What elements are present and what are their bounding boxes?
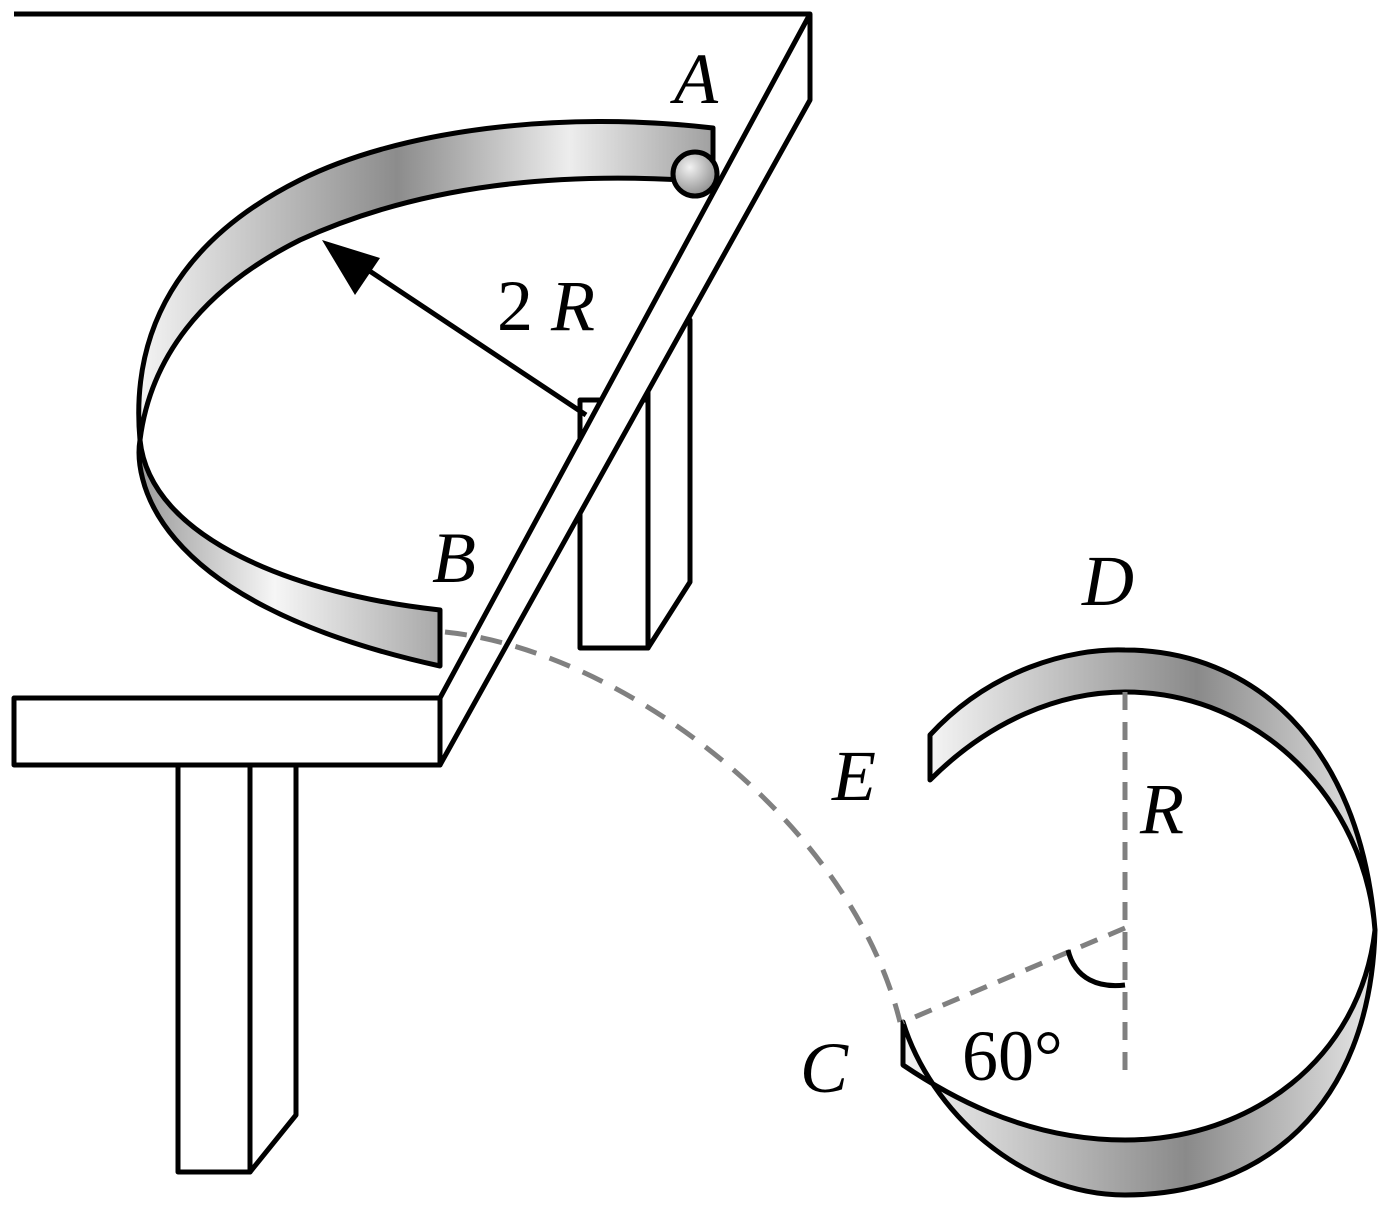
large-track-upper-band bbox=[136, 118, 716, 443]
label-2r: 2 R bbox=[497, 266, 595, 346]
angle-arc bbox=[1065, 949, 1126, 989]
label-r: R bbox=[1139, 769, 1184, 849]
label-angle: 60° bbox=[962, 1016, 1063, 1096]
arrow-head-icon bbox=[322, 240, 380, 295]
table-leg-front-side bbox=[247, 762, 299, 1175]
label-d: D bbox=[1081, 541, 1134, 621]
radius-arrow-large bbox=[322, 240, 588, 418]
small-track-lower-band bbox=[900, 927, 1378, 1198]
large-track-lower-band bbox=[136, 437, 443, 669]
small-track bbox=[900, 647, 1378, 1198]
table-leg-front bbox=[175, 762, 253, 1175]
table bbox=[11, 11, 813, 1175]
label-c: C bbox=[800, 1028, 849, 1108]
ball bbox=[670, 149, 720, 199]
large-track bbox=[136, 118, 716, 669]
small-circle-guides bbox=[902, 692, 1128, 1070]
radius-line-to-c bbox=[902, 925, 1126, 1025]
table-edge-front bbox=[11, 695, 443, 768]
label-b: B bbox=[432, 518, 476, 598]
label-a: A bbox=[670, 39, 719, 119]
label-e: E bbox=[831, 736, 876, 816]
trajectory-dashed bbox=[444, 629, 903, 1023]
